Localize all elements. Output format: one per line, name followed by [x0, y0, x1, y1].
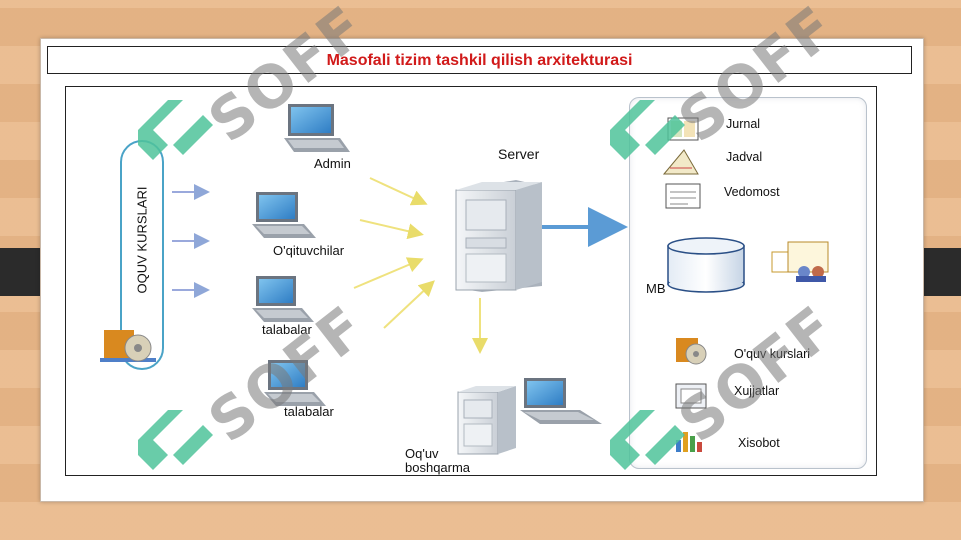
server-tower-icon	[455, 180, 542, 292]
database-icon	[667, 237, 745, 293]
page-title: Masofali tizim tashkil qilish arxitektur…	[326, 52, 633, 69]
client-server-arrows	[353, 177, 488, 354]
module-label-documents: Xujjatlar	[734, 384, 780, 398]
client-label-students-2: talabalar	[284, 404, 334, 419]
laptop-teachers-icon	[252, 192, 316, 238]
management-server-icon	[457, 386, 516, 455]
course-materials-icon	[100, 330, 156, 362]
vedomost-icon	[665, 183, 701, 209]
module-label-journal: Jurnal	[726, 117, 761, 131]
mail-users-icon	[771, 241, 829, 282]
schedule-icon	[662, 149, 699, 175]
client-label-students: talabalar	[262, 322, 312, 337]
laptop-students-icon	[252, 276, 314, 322]
client-label-teachers: O'qituvchilar	[273, 243, 345, 258]
course-arrows	[172, 184, 210, 298]
courses-icon	[676, 338, 707, 365]
title-bar: Masofali tizim tashkil qilish arxitektur…	[47, 46, 912, 74]
client-label-admin: Admin	[314, 156, 351, 171]
laptop-management-icon	[520, 378, 602, 424]
watermark-logo-icon	[138, 410, 213, 470]
module-label-report: Xisobot	[738, 436, 780, 450]
documents-icon	[675, 383, 707, 409]
module-label-vedomost: Vedomost	[724, 185, 780, 199]
watermark-logo-icon	[610, 410, 685, 470]
management-label-line2: boshqarma	[405, 460, 471, 475]
watermark-logo-icon	[610, 100, 685, 160]
module-label-schedule: Jadval	[726, 150, 763, 164]
laptop-admin-icon	[284, 104, 350, 152]
watermark-logo-icon	[138, 100, 213, 160]
report-icon	[676, 432, 702, 452]
server-label: Server	[498, 146, 540, 162]
module-label-courses: O'quv kurslari	[734, 347, 811, 361]
database-label: MB	[646, 281, 666, 296]
management-label-line1: Oq'uv	[405, 446, 439, 461]
laptop-students-2-icon	[264, 360, 326, 406]
